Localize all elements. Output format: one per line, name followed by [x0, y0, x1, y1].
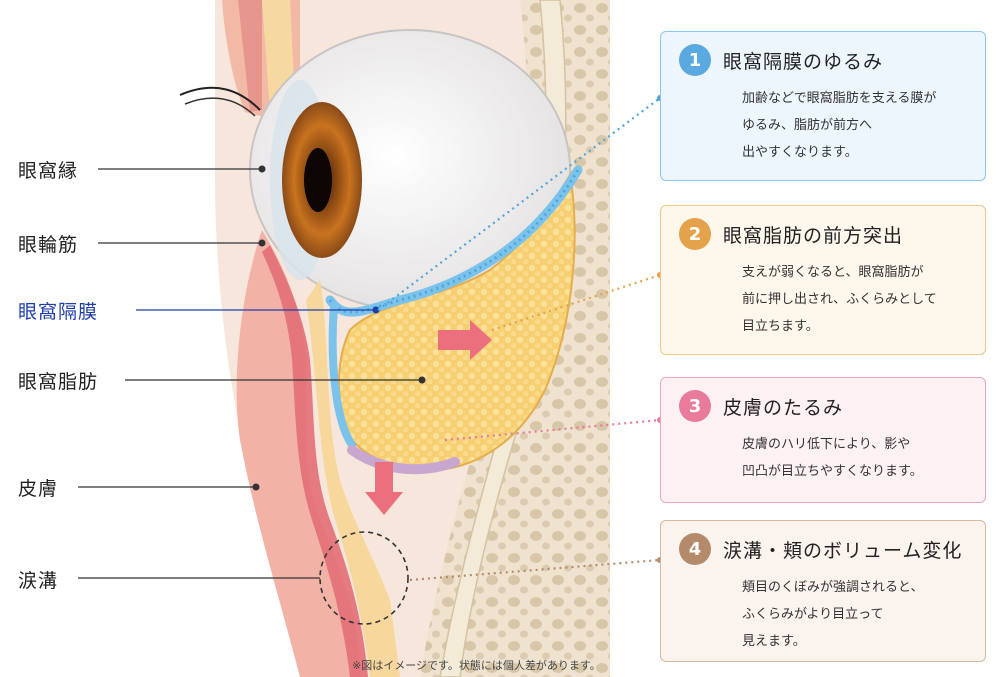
label-tear-trough: 涙溝 [18, 570, 59, 592]
forward-arrow [438, 320, 492, 360]
number-badge-3: 3 [679, 390, 711, 422]
label-septum: 眼窩隔膜 [18, 301, 99, 323]
number-badge-4: 4 [679, 533, 711, 565]
label-skin: 皮膚 [18, 478, 59, 500]
dot-orbicularis [258, 239, 266, 247]
dot-fat [418, 376, 426, 384]
card-title: 涙溝・頬のボリューム変化 [723, 539, 963, 562]
number-badge-2: 2 [679, 218, 711, 250]
eyelashes-2 [184, 97, 256, 117]
card-skin-sagging: 3 皮膚のたるみ 皮膚のハリ低下により、影や 凹凸が目立ちやすくなります。 [660, 377, 986, 503]
dot-orbital-rim [258, 165, 266, 173]
disclaimer-note: ※図はイメージです。状態には個人差があります。 [352, 659, 601, 672]
card-title: 眼窩脂肪の前方突出 [723, 224, 904, 247]
card-description: 皮膚のハリ低下により、影や 凹凸が目立ちやすくなります。 [742, 437, 923, 479]
card-description: 頬目のくぼみが強調されると、 ふくらみがより目立って 見えます。 [742, 580, 924, 649]
card-volume-change: 4 涙溝・頬のボリューム変化 頬目のくぼみが強調されると、 ふくらみがより目立っ… [660, 520, 986, 662]
label-orbital-fat: 眼窩脂肪 [18, 371, 99, 393]
dot-septum [372, 306, 380, 314]
tear-trough-circle [319, 531, 409, 625]
orbicularis-muscle [262, 245, 368, 677]
connector-1 [377, 97, 661, 311]
orbital-septum-dots [328, 169, 580, 314]
suborbicularis-fat [306, 280, 400, 677]
card-description: 支えが弱くなると、眼窩脂肪が 前に押し出され、ふくらみとして 目立ちます。 [742, 265, 937, 334]
label-orbicularis: 眼輪筋 [18, 234, 79, 256]
card-title: 皮膚のたるみ [723, 396, 844, 419]
eyelashes [179, 86, 261, 111]
card-septum-laxity: 1 眼窩隔膜のゆるみ 加齢などで眼窩脂肪を支える膜が ゆるみ、脂肪が前方へ 出や… [660, 31, 986, 181]
arcus-marginalis [347, 445, 460, 475]
number-badge-1: 1 [679, 44, 711, 76]
pupil [304, 148, 332, 212]
dot-skin [252, 483, 260, 491]
card-description: 加齢などで眼窩脂肪を支える膜が ゆるみ、脂肪が前方へ 出やすくなります。 [742, 91, 937, 160]
upper-lid-muscle [238, 0, 262, 112]
orbital-septum-lower [328, 302, 356, 449]
down-arrow [365, 462, 403, 515]
card-fat-protrusion: 2 眼窩脂肪の前方突出 支えが弱くなると、眼窩脂肪が 前に押し出され、ふくらみと… [660, 205, 986, 355]
label-orbital-rim: 眼窩縁 [18, 160, 79, 182]
card-title: 眼窩隔膜のゆるみ [723, 50, 884, 73]
